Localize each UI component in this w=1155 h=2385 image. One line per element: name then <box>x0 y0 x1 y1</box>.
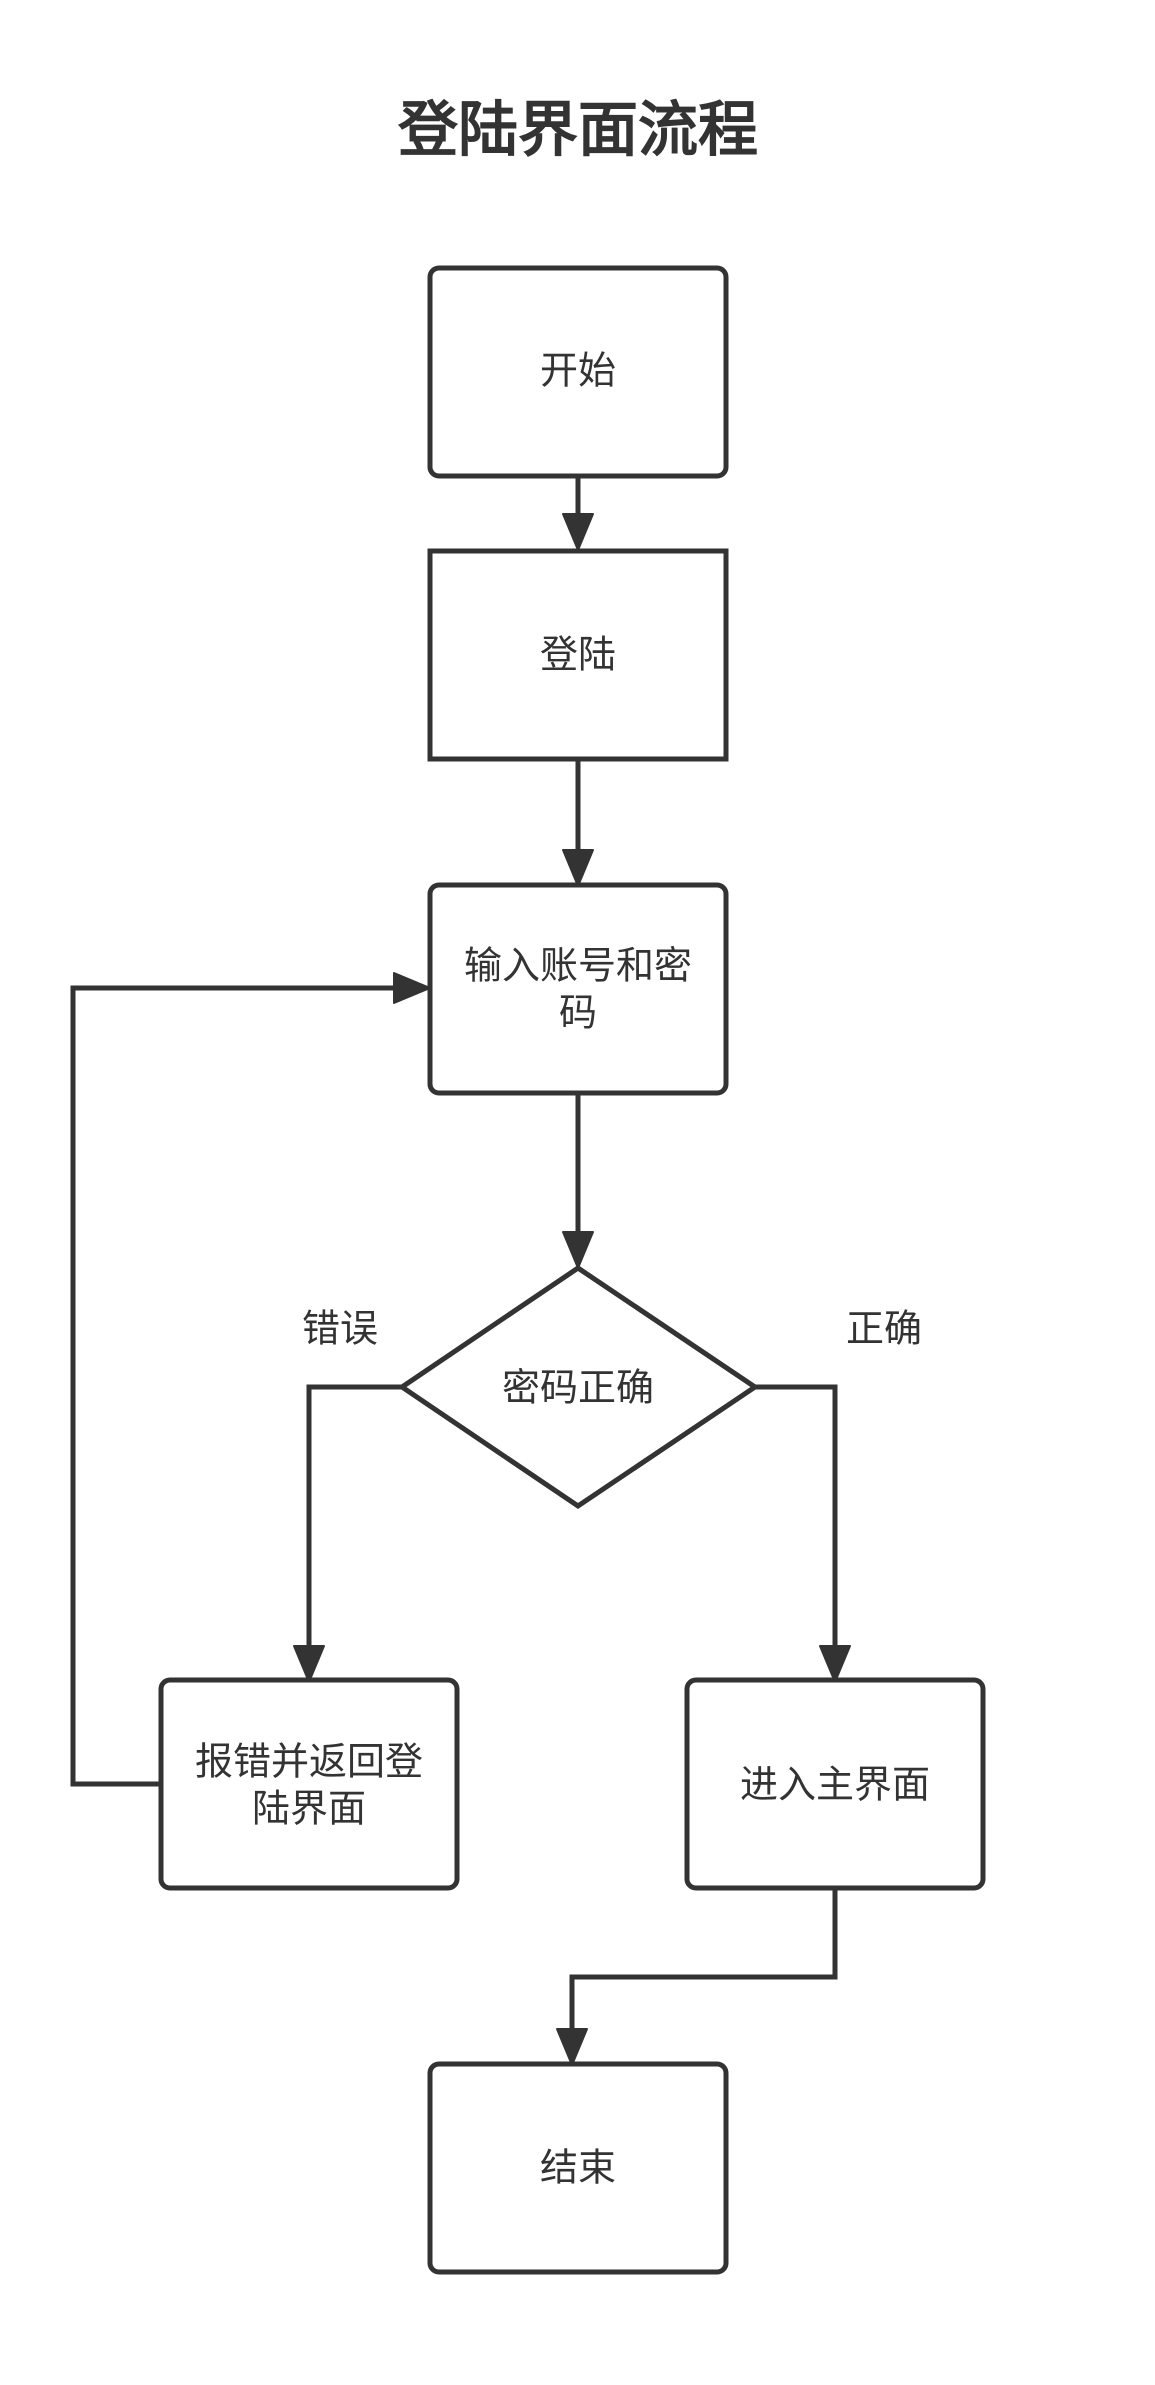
arrowhead-main-to-end <box>556 2028 588 2066</box>
node-decision-label: 密码正确 <box>502 1366 654 1410</box>
node-error: 报错并返回登 陆界面 <box>158 1677 460 1891</box>
edge-error-to-input <box>70 985 395 1787</box>
node-decision: 密码正确 <box>397 1264 760 1510</box>
edges <box>70 477 851 2066</box>
arrowhead-decision-to-main <box>819 1645 851 1683</box>
node-start-label: 开始 <box>540 349 616 393</box>
node-input: 输入账号和密 码 <box>427 882 729 1096</box>
node-login-box <box>427 548 729 762</box>
diagram-title: 登陆界面流程 <box>397 96 758 166</box>
node-error-label-line1: 报错并返回登 <box>195 1740 423 1784</box>
node-main-label: 进入主界面 <box>740 1763 930 1807</box>
arrowhead-start-to-login <box>562 513 594 551</box>
arrowhead-error-to-input <box>393 972 431 1004</box>
node-start-box <box>427 265 729 479</box>
node-login-label: 登陆 <box>540 633 616 677</box>
node-login: 登陆 <box>427 548 729 762</box>
edge-label-wrong: 错误 <box>302 1307 378 1351</box>
edge-main-to-end <box>569 1887 838 2030</box>
node-end: 结束 <box>427 2061 729 2275</box>
edge-label-correct: 正确 <box>846 1307 922 1351</box>
arrowhead-login-to-input <box>562 849 594 887</box>
arrowhead-decision-to-error <box>293 1645 325 1683</box>
node-input-label-line2: 码 <box>559 991 597 1035</box>
arrowhead-input-to-decision <box>562 1231 594 1269</box>
edge-decision-to-error <box>306 1384 402 1646</box>
node-decision-diamond <box>397 1264 760 1510</box>
node-end-box <box>427 2061 729 2275</box>
edge-decision-to-main <box>755 1384 838 1646</box>
node-start: 开始 <box>427 265 729 479</box>
node-end-label: 结束 <box>540 2146 616 2190</box>
node-error-label-line2: 陆界面 <box>252 1787 366 1831</box>
node-main-box <box>684 1677 986 1891</box>
node-input-box <box>427 882 729 1096</box>
node-input-label-line1: 输入账号和密 <box>464 944 692 988</box>
node-error-box <box>158 1677 460 1891</box>
node-main: 进入主界面 <box>684 1677 986 1891</box>
